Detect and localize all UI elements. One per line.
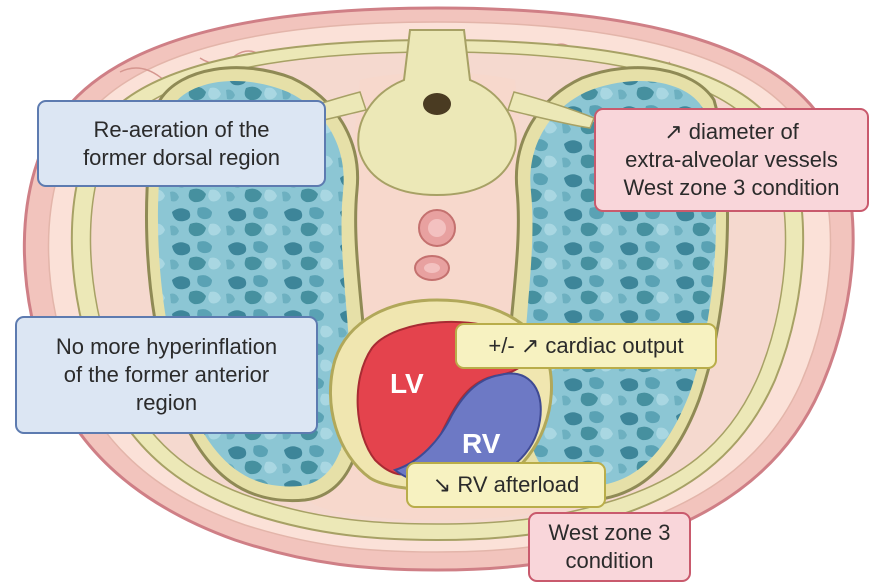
rv-afterload-callout: ↘ RV afterload bbox=[406, 462, 606, 508]
callout-line: extra-alveolar vessels bbox=[625, 146, 838, 174]
spinal-canal bbox=[423, 93, 451, 115]
callout-line: No more hyperinflation bbox=[56, 333, 277, 361]
callout-line: of the former anterior bbox=[64, 361, 269, 389]
vessel-diameter-callout: ↗ diameter of extra-alveolar vessels Wes… bbox=[594, 108, 869, 212]
lv-label: LV bbox=[390, 368, 424, 400]
west-zone-callout: West zone 3 condition bbox=[528, 512, 691, 582]
callout-line: West zone 3 bbox=[549, 519, 671, 547]
callout-line: +/- ↗ cardiac output bbox=[488, 332, 683, 360]
callout-line: region bbox=[136, 389, 197, 417]
callout-line: Re-aeration of the bbox=[93, 116, 269, 144]
callout-line: West zone 3 condition bbox=[623, 174, 839, 202]
hyperinflation-callout: No more hyperinflation of the former ant… bbox=[15, 316, 318, 434]
dorsal-reaeration-callout: Re-aeration of the former dorsal region bbox=[37, 100, 326, 187]
callout-line: condition bbox=[565, 547, 653, 575]
callout-line: ↘ RV afterload bbox=[433, 471, 579, 499]
callout-line: former dorsal region bbox=[83, 144, 280, 172]
callout-line: ↗ diameter of bbox=[664, 118, 799, 146]
rv-label: RV bbox=[462, 428, 500, 460]
cardiac-output-callout: +/- ↗ cardiac output bbox=[455, 323, 717, 369]
